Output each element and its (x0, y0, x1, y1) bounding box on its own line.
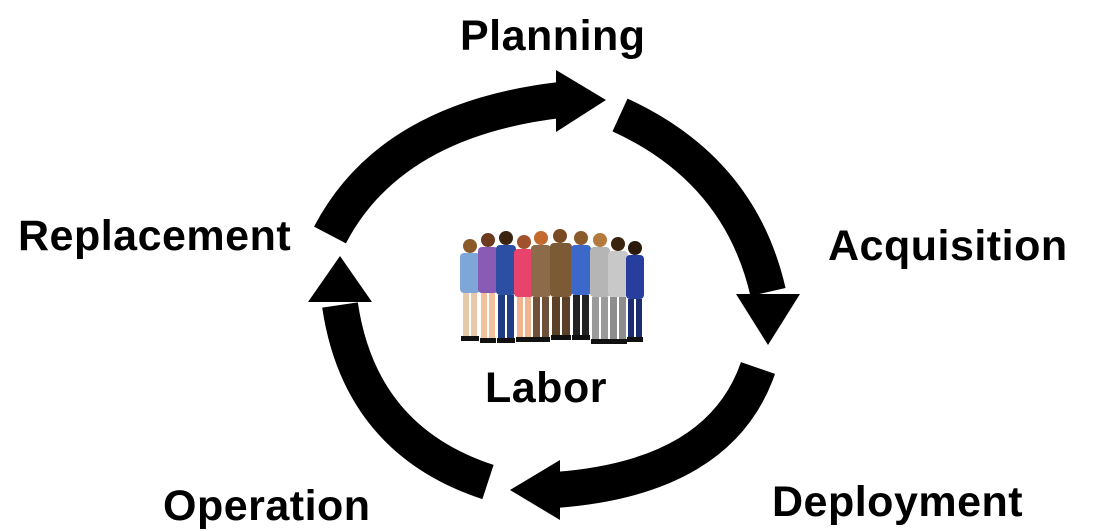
stage-label-planning: Planning (460, 12, 646, 60)
stage-label-replacement: Replacement (18, 212, 292, 260)
arrow-deployment-to-operation (510, 361, 776, 520)
arrow-planning-to-acquisition (612, 98, 800, 345)
stage-label-deployment: Deployment (772, 478, 1024, 526)
stage-label-operation: Operation (163, 482, 371, 530)
group-of-people-icon (460, 229, 644, 344)
stage-label-acquisition: Acquisition (828, 222, 1068, 270)
arrow-operation-to-replacement (308, 256, 494, 500)
arrow-replacement-to-planning (314, 70, 606, 244)
center-label: Labor (485, 364, 607, 412)
